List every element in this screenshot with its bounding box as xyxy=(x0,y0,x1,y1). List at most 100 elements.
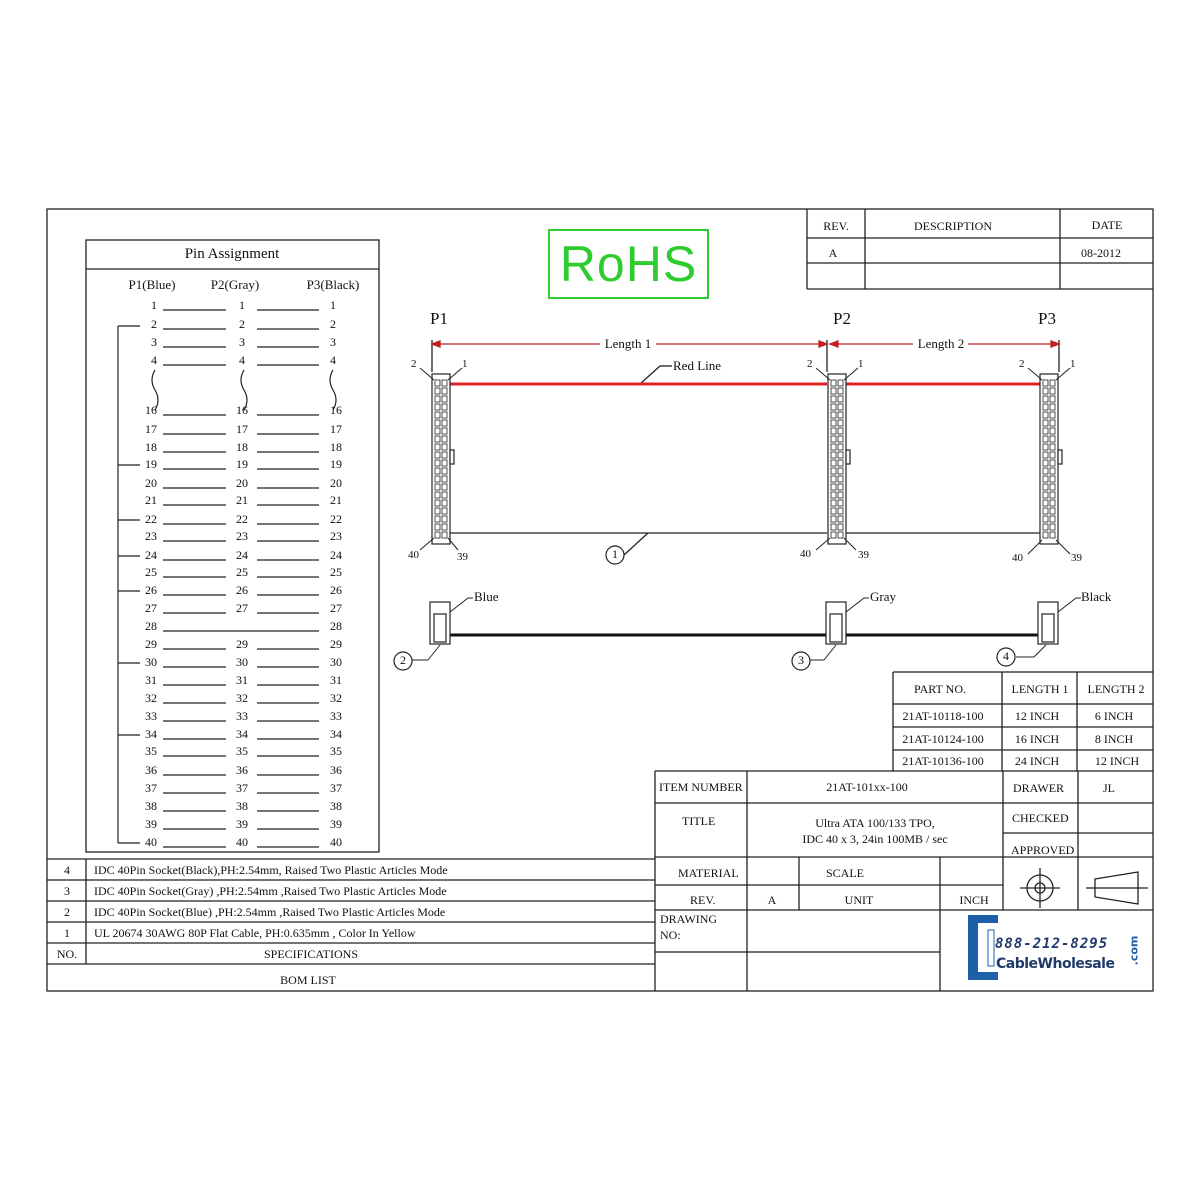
connector-pin xyxy=(830,443,837,451)
bom-no-3: 3 xyxy=(64,884,70,898)
pin-cell-p1: 34 xyxy=(145,727,157,741)
pin-label-p1-1: 1 xyxy=(462,358,468,370)
connector-pin xyxy=(830,515,837,523)
pin-cell-p1: 33 xyxy=(145,709,157,723)
connector-pin xyxy=(1049,395,1056,403)
length1-label: Length 1 xyxy=(602,336,654,352)
pin-cell-p1: 25 xyxy=(145,565,157,579)
connector-pin xyxy=(1042,531,1049,539)
connector-pin xyxy=(441,411,448,419)
connector-pin xyxy=(1049,483,1056,491)
pin-cell-p2: 1 xyxy=(239,298,245,312)
rohs-badge: RoHS xyxy=(548,229,709,299)
part-row-1-l1: 12 INCH xyxy=(1014,709,1060,723)
unit-label: UNIT xyxy=(844,893,874,907)
connector-pin xyxy=(434,483,441,491)
connector-pin xyxy=(434,467,441,475)
connector-pin xyxy=(837,459,844,467)
connector-pin xyxy=(830,467,837,475)
connector-pin xyxy=(441,459,448,467)
connector-pin xyxy=(830,523,837,531)
balloon-1-text: 1 xyxy=(612,547,618,561)
connector-pin xyxy=(1049,523,1056,531)
balloon-2 xyxy=(393,651,413,671)
pin-cell-p3: 37 xyxy=(330,781,342,795)
drawer-label: DRAWER xyxy=(1013,781,1065,795)
pin-cell-p2: 36 xyxy=(236,763,248,777)
connector-pin xyxy=(1042,419,1049,427)
pin-cell-p2: 24 xyxy=(236,548,248,562)
pin-cell-p1: 2 xyxy=(151,317,157,331)
connector-pin xyxy=(441,395,448,403)
connector-pin xyxy=(837,475,844,483)
label-p1: P1 xyxy=(430,309,448,328)
connector-pin xyxy=(837,523,844,531)
connector-pin xyxy=(1049,427,1056,435)
pin-cell-p3: 16 xyxy=(330,403,342,417)
pin-cell-p3: 40 xyxy=(330,835,342,849)
pin-cell-p3: 25 xyxy=(330,565,342,579)
pin-cell-p1: 40 xyxy=(145,835,157,849)
connector-pin xyxy=(837,395,844,403)
pin-cell-p3: 1 xyxy=(330,298,336,312)
pin-cell-p3: 24 xyxy=(330,548,342,562)
pin-cell-p1: 16 xyxy=(145,403,157,417)
pin-cell-p2: 18 xyxy=(236,440,248,454)
connector-pin-grid xyxy=(434,379,1056,539)
drawing-no-label-1: DRAWING xyxy=(660,912,718,926)
connector-pin xyxy=(830,531,837,539)
connector-pin xyxy=(434,475,441,483)
pin-cell-p3: 38 xyxy=(330,799,342,813)
approved-label: APPROVED xyxy=(1011,843,1075,857)
pin-cell-p3: 3 xyxy=(330,335,336,349)
connector-pin xyxy=(1042,459,1049,467)
connector-pin xyxy=(1042,491,1049,499)
connector-pin xyxy=(837,467,844,475)
pin-cell-p1: 32 xyxy=(145,691,157,705)
connector-pin xyxy=(1049,459,1056,467)
pin-cell-p3: 23 xyxy=(330,529,342,543)
connector-pin xyxy=(837,435,844,443)
connector-pin xyxy=(1049,387,1056,395)
pin-cell-p2: 30 xyxy=(236,655,248,669)
connector-pin xyxy=(1042,443,1049,451)
connector-pin xyxy=(1042,515,1049,523)
connector-pin xyxy=(1049,379,1056,387)
connector-pin xyxy=(441,531,448,539)
connector-pin xyxy=(434,491,441,499)
pin-cell-p1: 24 xyxy=(145,548,157,562)
logo-name: CableWholesale xyxy=(996,956,1115,972)
connector-pin xyxy=(830,411,837,419)
connector-pin xyxy=(1042,427,1049,435)
connector-pin xyxy=(1049,443,1056,451)
pin-cell-p1: 3 xyxy=(151,335,157,349)
connector-pin xyxy=(1042,451,1049,459)
connector-pin xyxy=(441,443,448,451)
pin-cell-p3: 35 xyxy=(330,744,342,758)
pin-cell-p2: 33 xyxy=(236,709,248,723)
pin-cell-p1: 17 xyxy=(145,422,157,436)
connector-pin xyxy=(830,459,837,467)
part-row-3-l1: 24 INCH xyxy=(1014,754,1060,768)
pin-label-p3-39: 39 xyxy=(1071,552,1082,564)
connector-pin xyxy=(1042,523,1049,531)
connector-pin xyxy=(434,419,441,427)
connector-pin xyxy=(837,507,844,515)
rev-value: A xyxy=(828,246,838,260)
part-row-1-no: 21AT-10118-100 xyxy=(902,709,984,723)
connector-pin xyxy=(1049,435,1056,443)
logo-phone: 888-212-8295 xyxy=(995,936,1109,952)
pin-cell-p1: 27 xyxy=(145,601,157,615)
header-p1: P1(Blue) xyxy=(128,277,176,292)
pin-cell-p2: 37 xyxy=(236,781,248,795)
pin-cell-p2: 32 xyxy=(236,691,248,705)
connector-pin xyxy=(837,443,844,451)
rev-block-value: A xyxy=(767,893,777,907)
connector-pin xyxy=(830,451,837,459)
connector-pin xyxy=(434,459,441,467)
header-p2: P2(Gray) xyxy=(210,277,260,292)
part-row-3-l2: 12 INCH xyxy=(1094,754,1140,768)
title-label: TITLE xyxy=(682,814,716,828)
pin-cell-p1: 30 xyxy=(145,655,157,669)
